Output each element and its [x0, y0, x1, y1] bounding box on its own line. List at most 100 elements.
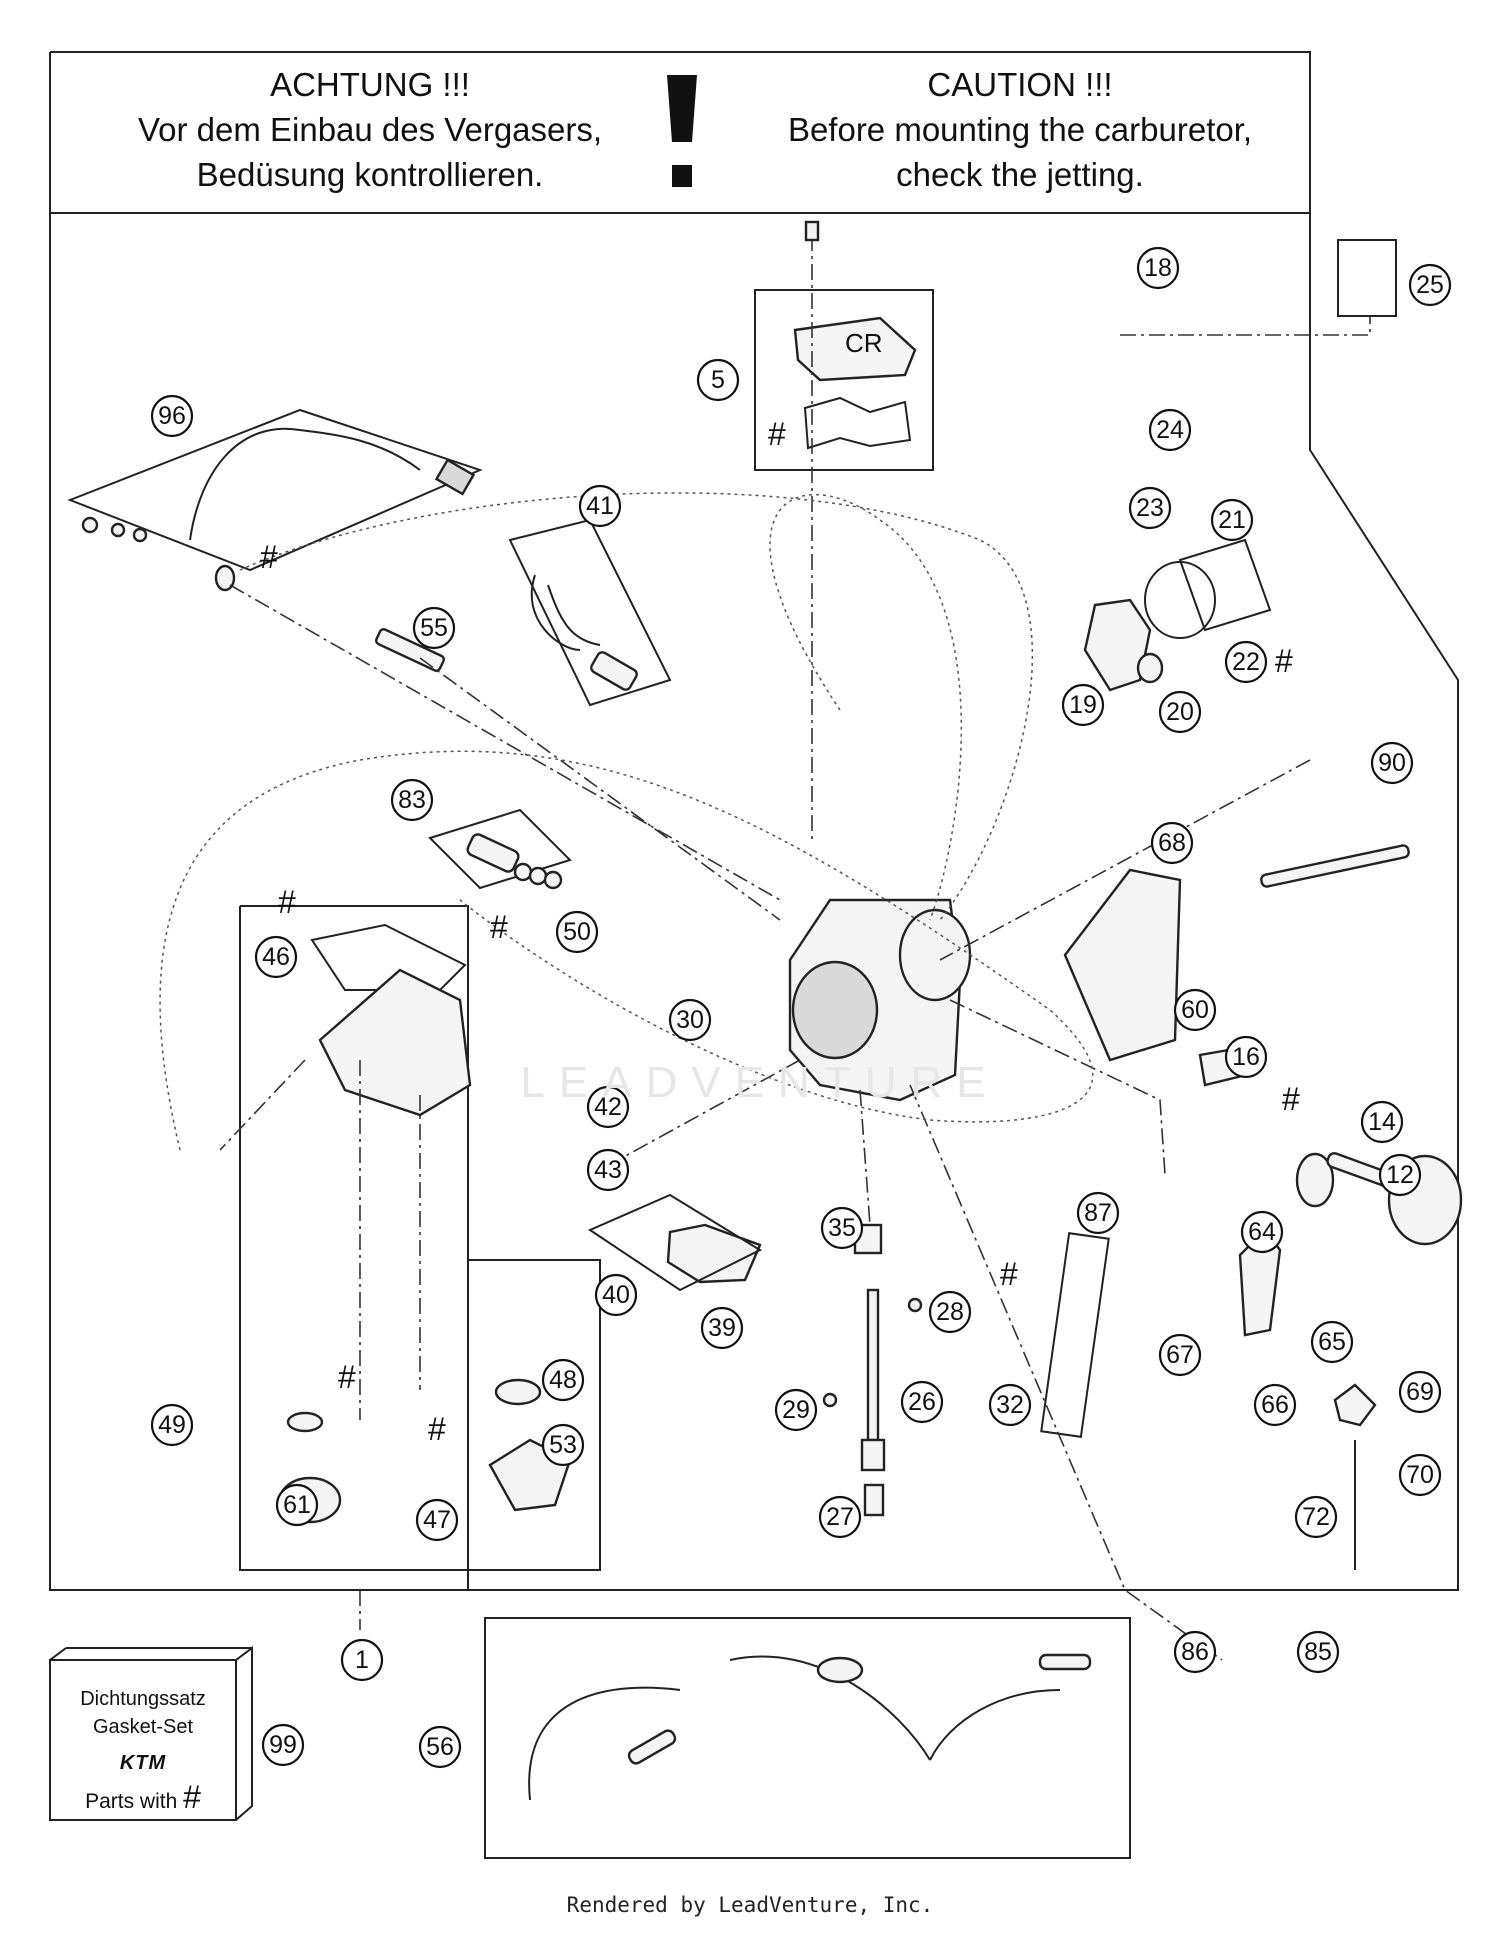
svg-text:47: 47: [423, 1506, 451, 1534]
svg-text:#: #: [338, 1359, 356, 1395]
gasket-set-line3: Parts with #: [85, 1779, 201, 1815]
svg-text:64: 64: [1248, 1218, 1276, 1246]
gasket-set-line2: Gasket-Set: [92, 1716, 194, 1738]
svg-text:46: 46: [262, 943, 290, 971]
callout-85: 85: [1296, 1630, 1340, 1674]
callout-5: 5: [696, 358, 740, 402]
svg-text:48: 48: [549, 1366, 577, 1394]
svg-text:50: 50: [563, 918, 591, 946]
warning-en-title: CAUTION !!!: [927, 66, 1113, 103]
svg-text:#: #: [1282, 1081, 1300, 1117]
svg-text:14: 14: [1368, 1108, 1396, 1136]
callout-43: 43: [586, 1148, 630, 1192]
gasket-set-box: Dichtungssatz Gasket-Set KTM Parts with …: [50, 1660, 236, 1820]
warning-en-line2: check the jetting.: [896, 156, 1144, 193]
svg-text:16: 16: [1232, 1043, 1260, 1071]
callout-30: 30: [668, 998, 712, 1042]
callout-32: 32: [988, 1383, 1032, 1427]
callout-67: 67: [1158, 1333, 1202, 1377]
svg-text:68: 68: [1158, 829, 1186, 857]
callout-1: 1: [340, 1638, 384, 1682]
callout-46: 46: [254, 935, 298, 979]
svg-text:83: 83: [398, 786, 426, 814]
svg-text:40: 40: [602, 1281, 630, 1309]
svg-text:20: 20: [1166, 698, 1194, 726]
callout-39: 39: [700, 1306, 744, 1350]
svg-text:61: 61: [283, 1491, 311, 1519]
svg-text:42: 42: [594, 1093, 622, 1121]
svg-text:12: 12: [1386, 1161, 1414, 1189]
callout-96: 96: [150, 394, 194, 438]
svg-text:29: 29: [782, 1396, 810, 1424]
warning-english: CAUTION !!! Before mounting the carburet…: [740, 62, 1300, 197]
svg-text:#: #: [768, 416, 786, 452]
svg-text:#: #: [1000, 1256, 1018, 1292]
callout-14: 14: [1360, 1100, 1404, 1144]
svg-text:43: 43: [594, 1156, 622, 1184]
callout-83: 83: [390, 778, 434, 822]
svg-text:1: 1: [355, 1646, 369, 1674]
svg-text:27: 27: [826, 1503, 854, 1531]
callout-66: 66: [1253, 1383, 1297, 1427]
svg-text:30: 30: [676, 1006, 704, 1034]
footer-credit: Rendered by LeadVenture, Inc.: [566, 1893, 934, 1917]
gasket-hash-markers: # # # # # # # # #: [260, 416, 1300, 1447]
svg-text:99: 99: [269, 1731, 297, 1759]
svg-text:#: #: [1275, 643, 1293, 679]
svg-text:41: 41: [586, 492, 614, 520]
callout-60: 60: [1173, 988, 1217, 1032]
callout-87: 87: [1076, 1191, 1120, 1235]
callout-24: 24: [1148, 408, 1192, 452]
callout-65: 65: [1310, 1320, 1354, 1364]
svg-text:39: 39: [708, 1314, 736, 1342]
callout-49: 49: [150, 1403, 194, 1447]
svg-text:32: 32: [996, 1391, 1024, 1419]
callout-70: 70: [1398, 1453, 1442, 1497]
svg-text:67: 67: [1166, 1341, 1194, 1369]
svg-text:60: 60: [1181, 996, 1209, 1024]
ktm-logo: KTM: [119, 1752, 167, 1774]
svg-text:#: #: [278, 884, 296, 920]
svg-text:35: 35: [828, 1214, 856, 1242]
svg-text:85: 85: [1304, 1638, 1332, 1666]
svg-text:86: 86: [1181, 1638, 1209, 1666]
callout-64: 64: [1240, 1210, 1284, 1254]
callout-68: 68: [1150, 821, 1194, 865]
svg-text:70: 70: [1406, 1461, 1434, 1489]
warning-de-line1: Vor dem Einbau des Vergasers,: [137, 111, 603, 148]
callout-50: 50: [555, 910, 599, 954]
svg-text:87: 87: [1084, 1199, 1112, 1227]
callout-72: 72: [1294, 1495, 1338, 1539]
svg-text:69: 69: [1406, 1378, 1434, 1406]
callout-22: 22: [1224, 640, 1268, 684]
svg-text:49: 49: [158, 1411, 186, 1439]
callout-42: 42: [586, 1085, 630, 1129]
svg-text:23: 23: [1136, 494, 1164, 522]
svg-text:25: 25: [1416, 271, 1444, 299]
svg-text:72: 72: [1302, 1503, 1330, 1531]
warning-en-line1: Before mounting the carburetor,: [787, 111, 1253, 148]
callout-90: 90: [1370, 741, 1414, 785]
svg-text:24: 24: [1156, 416, 1184, 444]
svg-text:55: 55: [420, 614, 448, 642]
svg-text:90: 90: [1378, 749, 1406, 777]
part-callouts: 1 5 12 14 16 18 19 20 21 22 23 24 25 26 …: [150, 246, 1452, 1769]
callout-25: 25: [1408, 263, 1452, 307]
callout-41: 41: [578, 484, 622, 528]
callout-47: 47: [415, 1498, 459, 1542]
callout-12: 12: [1378, 1153, 1422, 1197]
warning-de-title: ACHTUNG !!!: [270, 66, 470, 103]
callout-99: 99: [261, 1723, 305, 1767]
gasket-set-line1: Dichtungssatz: [80, 1688, 206, 1710]
svg-text:21: 21: [1218, 506, 1246, 534]
carburetor-body: [788, 898, 972, 1102]
svg-text:66: 66: [1261, 1391, 1289, 1419]
callout-48: 48: [541, 1358, 585, 1402]
callout-16: 16: [1224, 1035, 1268, 1079]
svg-text:56: 56: [426, 1733, 454, 1761]
callout-19: 19: [1061, 683, 1105, 727]
callout-26: 26: [900, 1380, 944, 1424]
warning-german: ACHTUNG !!! Vor dem Einbau des Vergasers…: [80, 62, 660, 197]
watermark: LEADVENTURE: [520, 1058, 1000, 1107]
svg-text:CR: CR: [845, 328, 883, 358]
